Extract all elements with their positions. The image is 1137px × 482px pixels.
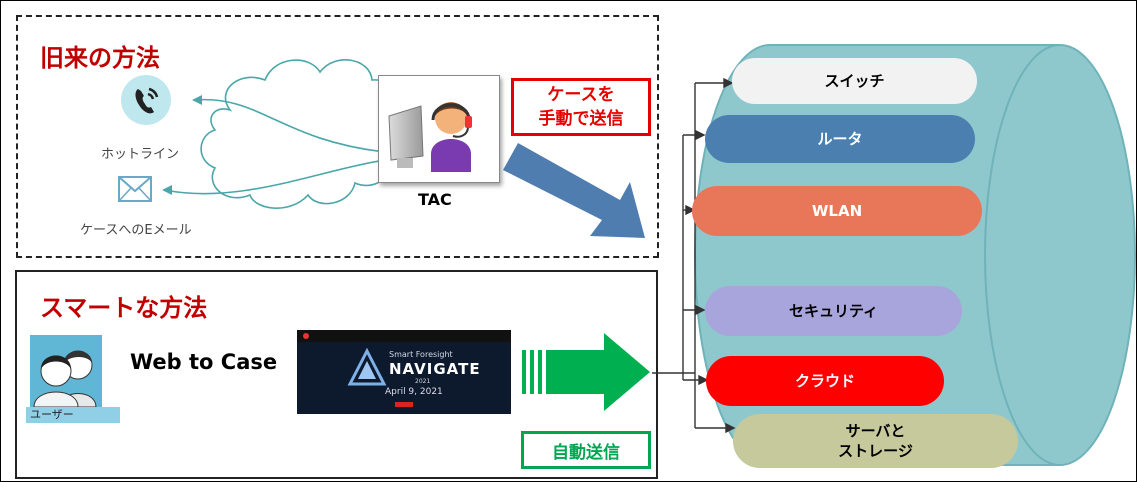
category-label-line: ストレージ [838,442,913,460]
old-method-title: 旧来の方法 [40,44,160,72]
category-label-line: スイッチ [824,72,885,90]
email-label: ケースへのEメール [80,223,192,238]
email-connection [164,159,386,195]
envelope-icon [118,176,152,206]
old-method-box [16,15,659,258]
hotline-connection [194,98,386,153]
manual-send-line2: 手動で送信 [538,109,624,129]
phone-icon [121,75,171,125]
category-label-line: セキュリティ [788,302,879,320]
website-logo-icon [303,333,309,339]
email-arrowhead [162,185,172,195]
website-line3: 2021 [415,378,431,385]
website-line1: Smart Foresight [389,350,453,359]
navigate-triangle-icon [347,348,387,386]
user-label: ユーザー [26,407,120,423]
category-cloud: クラウド [706,356,944,406]
category-switch: スイッチ [732,58,977,104]
auto-send-arrow [522,333,650,411]
cylinder-inner-curve [984,44,1061,466]
website-cta-button [395,402,413,407]
manual-send-arrow [503,143,645,238]
support-agent-icon [388,102,472,172]
category-label-line: ルータ [817,130,863,148]
web-to-case-label: Web to Case [130,350,278,374]
tac-label: TAC [418,190,452,209]
cloud-shape [200,59,404,209]
category-security: セキュリティ [705,286,962,336]
users-icon [30,335,102,407]
tac-card [378,75,500,183]
category-router: ルータ [705,115,975,163]
smart-method-box [15,270,658,479]
hotline-label: ホットライン [101,147,180,162]
manual-send-box: ケースを 手動で送信 [511,78,651,136]
category-wlan: WLAN [692,186,982,236]
website-line2: NAVIGATE [389,360,481,378]
category-server-storage: サーバとストレージ [733,414,1018,468]
manual-send-line1: ケースを [547,85,615,105]
category-label-line: WLAN [811,202,863,220]
bracket-arrows [683,77,736,434]
category-label-line: サーバと [845,422,906,440]
smart-method-title: スマートな方法 [40,294,208,322]
website-navbar [297,330,511,342]
auto-send-box: 自動送信 [521,431,651,469]
website-screenshot: Smart Foresight NAVIGATE 2021 April 9, 2… [297,330,511,414]
hotline-arrowhead [192,95,202,105]
website-date: April 9, 2021 [385,387,443,397]
category-label-line: クラウド [794,372,855,390]
